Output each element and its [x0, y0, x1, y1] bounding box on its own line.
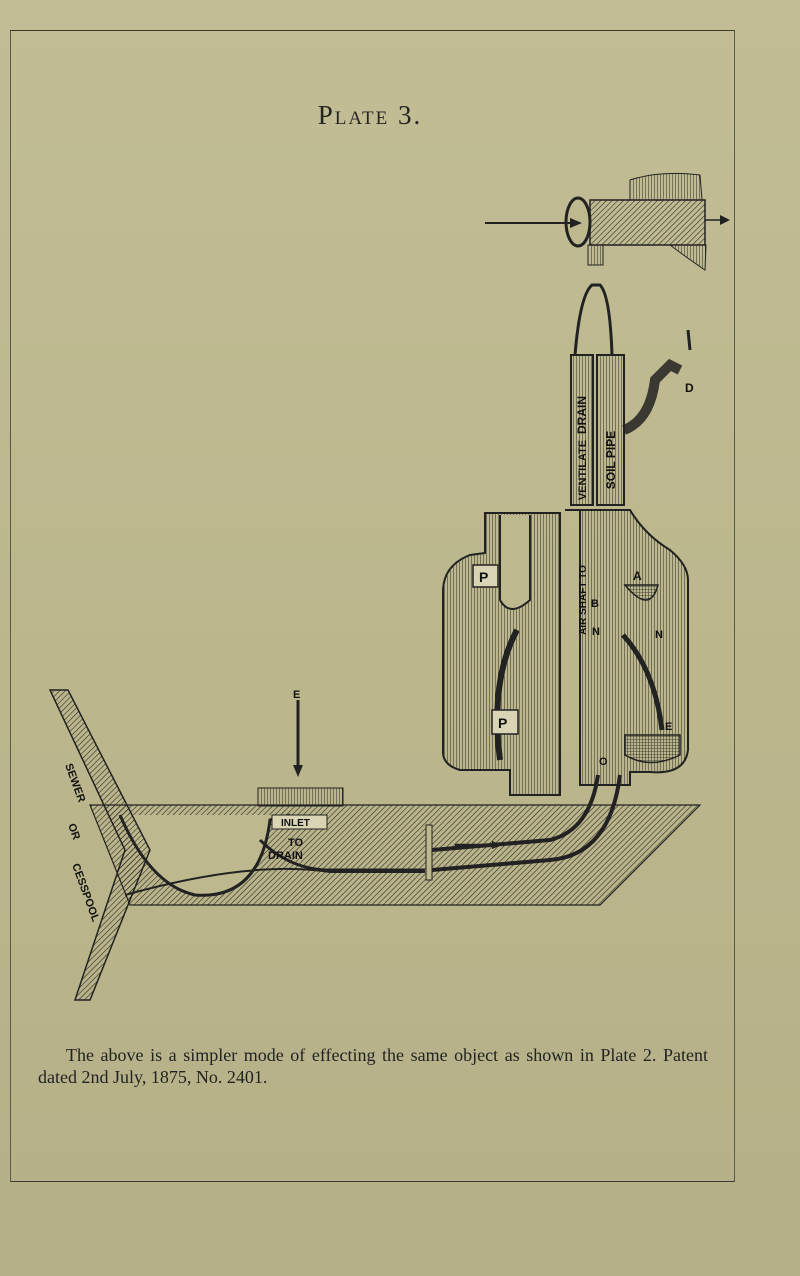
vertical-pipes: DRAIN VENTILATE SOIL PIPE D: [570, 244, 694, 506]
right-trap-chamber: AIR SHAFT TO A B N N E O: [565, 509, 689, 786]
ventilate-label: VENTILATE: [577, 440, 589, 500]
letter-o: O: [599, 756, 608, 768]
plate-border: [10, 30, 735, 1182]
or-label: OR: [65, 822, 82, 842]
letter-p-upper: P: [479, 569, 488, 585]
letter-d: D: [685, 381, 694, 395]
sewer-slope: SEWER OR CESSPOOL: [48, 689, 151, 1001]
letter-b: B: [591, 598, 599, 610]
floor-and-drains: E INLET TO DRAIN: [89, 689, 702, 906]
letter-a: A: [633, 569, 642, 583]
inlet-label: INLET: [281, 818, 310, 829]
letter-e-lower: E: [665, 721, 672, 733]
left-trap-chamber: P P: [441, 512, 561, 796]
sanitary-trap-diagram: DRAIN VENTILATE SOIL PIPE D P P AIR SHAF…: [48, 172, 730, 1001]
air-shaft-label: AIR SHAFT TO: [578, 565, 589, 635]
cesspool-label: CESSPOOL: [69, 862, 101, 924]
plate-caption: The above is a simpler mode of effecting…: [38, 1045, 708, 1087]
soil-pipe-label: SOIL PIPE: [604, 431, 618, 489]
ventilator-head: [485, 172, 730, 271]
drain-label: DRAIN: [575, 396, 589, 434]
sewer-label: SEWER: [62, 762, 87, 804]
letter-e-upper: E: [293, 689, 300, 701]
letter-n-right: N: [655, 629, 663, 641]
plate-title: Plate 3.: [317, 100, 423, 130]
to-label: TO: [288, 837, 304, 849]
drain-floor-label: DRAIN: [268, 850, 303, 862]
letter-p-lower: P: [498, 715, 507, 731]
letter-n-left: N: [592, 626, 600, 638]
